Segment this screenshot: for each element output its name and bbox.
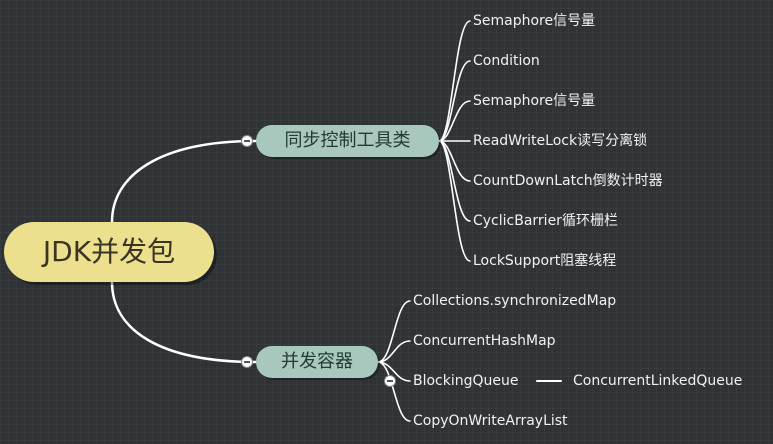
leaf-locksupport[interactable]: LockSupport阻塞线程 xyxy=(473,253,617,269)
leaf-blockingqueue[interactable]: BlockingQueue xyxy=(413,373,519,389)
leaf-cyclicbarrier[interactable]: CyclicBarrier循环栅栏 xyxy=(473,213,618,229)
link-b2-leaf2 xyxy=(377,340,411,363)
link-b1-leaf2 xyxy=(438,60,471,142)
link-b2-leaf1 xyxy=(377,300,411,363)
link-b1-leaf3 xyxy=(438,100,471,142)
link-b1-leaf7 xyxy=(438,140,471,262)
link-b1-leaf1 xyxy=(438,20,471,142)
leaf-semaphore-2[interactable]: Semaphore信号量 xyxy=(473,93,596,109)
collapse-icon[interactable] xyxy=(384,375,396,387)
link-root-branch2 xyxy=(110,280,258,364)
link-b2-leaf4 xyxy=(377,361,411,422)
leaf-concurrenthashmap[interactable]: ConcurrentHashMap xyxy=(413,333,556,349)
leaf-semaphore-1[interactable]: Semaphore信号量 xyxy=(473,13,596,29)
collapse-icon[interactable] xyxy=(241,356,253,368)
leaf-synchronizedmap[interactable]: Collections.synchronizedMap xyxy=(413,293,617,309)
collapse-icon[interactable] xyxy=(241,135,253,147)
link-root-branch1 xyxy=(110,139,258,224)
root-node[interactable]: JDK并发包 xyxy=(4,222,214,282)
branch-sync-tools[interactable]: 同步控制工具类 xyxy=(256,125,439,157)
leaf-concurrentlinkedqueue[interactable]: ConcurrentLinkedQueue xyxy=(573,373,743,389)
leaf-copyonwritearraylist[interactable]: CopyOnWriteArrayList xyxy=(413,413,568,429)
leaf-readwritelock[interactable]: ReadWriteLock读写分离锁 xyxy=(473,133,648,149)
branch-concurrent-containers[interactable]: 并发容器 xyxy=(256,346,378,378)
leaf-condition[interactable]: Condition xyxy=(473,53,540,69)
leaf-countdownlatch[interactable]: CountDownLatch倒数计时器 xyxy=(473,173,663,189)
